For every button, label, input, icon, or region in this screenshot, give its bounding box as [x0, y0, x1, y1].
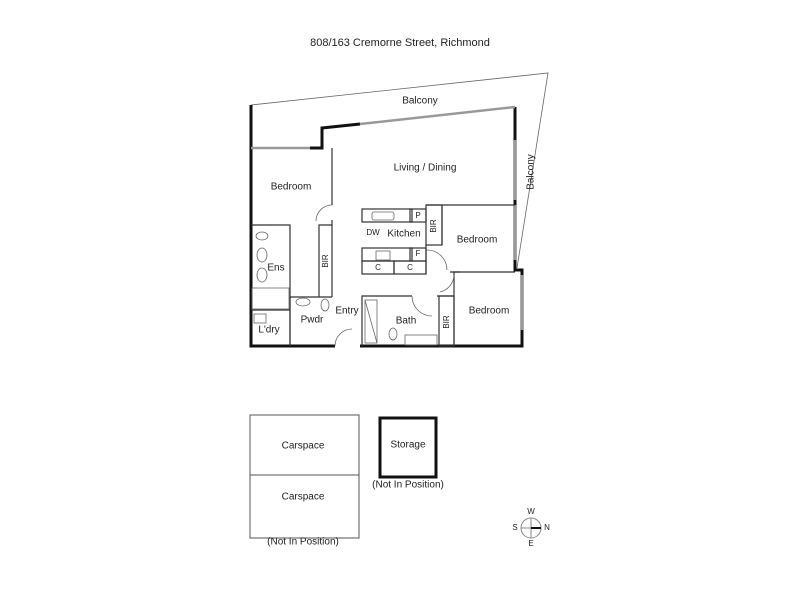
interior-walls	[251, 148, 515, 347]
label-bir-3: BIR	[442, 315, 451, 329]
outer-walls	[249, 105, 524, 348]
label-cupboard-2: C	[407, 263, 413, 272]
compass-s: S	[512, 523, 517, 532]
fixtures	[251, 211, 438, 346]
door-swings	[315, 204, 455, 347]
room-ensuite: Ens	[267, 263, 284, 274]
storage-note: (Not In Position)	[372, 480, 444, 491]
compass-icon	[520, 517, 542, 539]
compass-e: E	[528, 539, 533, 548]
room-bath: Bath	[396, 316, 417, 327]
carspace-2: Carspace	[282, 492, 325, 503]
room-balcony-side: Balcony	[526, 154, 537, 190]
label-bir-1: BIR	[429, 219, 438, 233]
carspace-1: Carspace	[282, 441, 325, 452]
room-bedroom-1: Bedroom	[271, 182, 312, 193]
label-dw: DW	[366, 228, 380, 237]
room-living-dining: Living / Dining	[394, 163, 457, 174]
label-bir-2: BIR	[321, 254, 330, 268]
room-laundry: L'dry	[258, 325, 279, 336]
balcony-outline	[250, 72, 549, 269]
compass-n: N	[544, 523, 550, 532]
room-balcony-top: Balcony	[402, 96, 438, 107]
room-entry: Entry	[335, 306, 358, 317]
compass-w: W	[527, 507, 535, 516]
room-bedroom-3: Bedroom	[469, 306, 510, 317]
storage-box	[378, 416, 438, 479]
room-bedroom-2: Bedroom	[457, 235, 498, 246]
storage-label: Storage	[390, 440, 425, 451]
carspace-note: (Not In Position)	[267, 537, 339, 548]
carspaces	[249, 414, 360, 539]
label-fridge: F	[416, 249, 421, 258]
room-kitchen: Kitchen	[387, 229, 420, 240]
label-cupboard-1: C	[375, 263, 381, 272]
plan-title: 808/163 Cremorne Street, Richmond	[310, 37, 490, 49]
room-powder: Pwdr	[301, 315, 324, 326]
label-pantry: P	[415, 211, 420, 220]
